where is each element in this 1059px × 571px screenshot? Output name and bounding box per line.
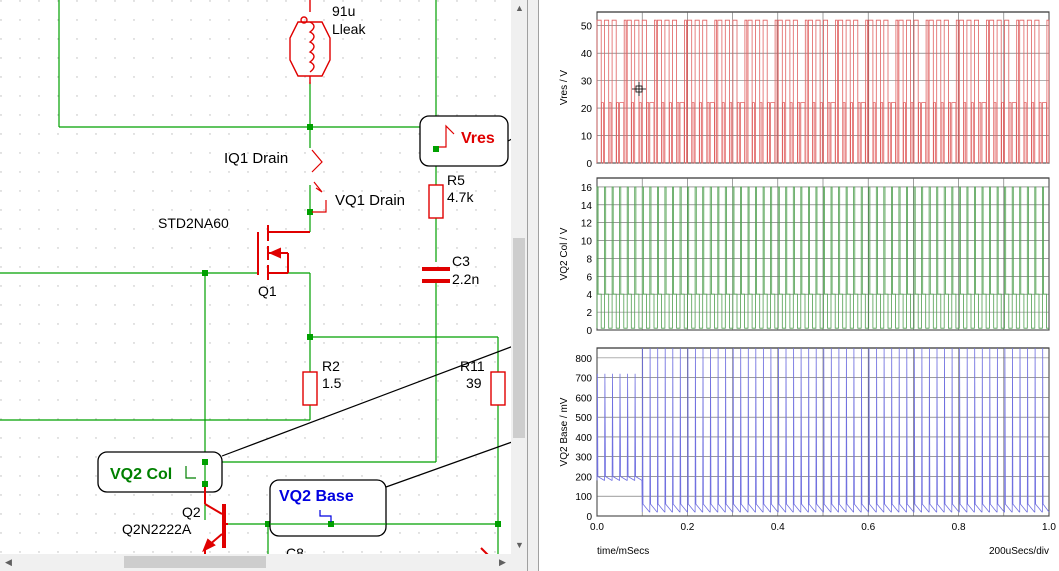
y-tick-label: 700 (575, 374, 592, 385)
horizontal-scroll-thumb[interactable] (124, 556, 266, 568)
inductor-dot (300, 16, 308, 24)
c3-value: 2.2n (452, 271, 479, 287)
grid-dots (0, 0, 527, 571)
r11-name: R11 (460, 358, 485, 374)
vertical-scroll-thumb[interactable] (513, 238, 525, 438)
r5-name: R5 (447, 172, 465, 188)
scroll-down-arrow[interactable]: ▼ (515, 540, 524, 550)
x-tick-label: 0.0 (590, 522, 604, 533)
voltage-probe-vq1-drain[interactable] (312, 200, 327, 213)
y-tick-label: 50 (581, 22, 593, 33)
y-axis-label: Vres / V (559, 70, 570, 106)
y-tick-label: 300 (575, 453, 592, 464)
vq2-col-label: VQ2 Col (110, 466, 172, 483)
vres-probe-marker (436, 124, 455, 148)
vq2-base-node (328, 521, 334, 527)
lleak-name: Lleak (332, 21, 366, 37)
x-tick-label: 1.0 (1042, 522, 1056, 533)
y-tick-label: 0 (586, 159, 592, 170)
y-tick-label: 14 (581, 201, 593, 212)
vq2-col-node-bottom (202, 481, 208, 487)
capacitor-c3[interactable] (422, 267, 450, 283)
pane-divider[interactable] (528, 0, 538, 571)
mosfet-q1[interactable] (257, 225, 310, 280)
scroll-right-arrow[interactable]: ▶ (499, 557, 506, 567)
y-tick-label: 12 (581, 219, 593, 230)
x-tick-label: 0.2 (680, 522, 694, 533)
scroll-left-arrow[interactable]: ◀ (5, 557, 12, 567)
r5-value: 4.7k (447, 189, 474, 205)
crosshair-cursor-icon (632, 82, 646, 96)
q2-name: Q2 (182, 504, 201, 520)
r2-name: R2 (322, 358, 340, 374)
scroll-up-arrow[interactable]: ▲ (515, 3, 524, 13)
q1-model: STD2NA60 (158, 215, 229, 231)
y-tick-label: 4 (586, 290, 592, 301)
vq2-col-probe-marker (185, 466, 196, 479)
y-tick-label: 800 (575, 354, 592, 365)
waveform-trace (596, 347, 1050, 513)
y-tick-label: 40 (581, 49, 593, 60)
resistor-r2[interactable] (302, 371, 318, 406)
y-tick-label: 500 (575, 413, 592, 424)
current-probe-iq1-drain[interactable] (311, 149, 323, 193)
y-tick-label: 30 (581, 77, 593, 88)
y-tick-label: 8 (586, 254, 592, 265)
schematic-canvas[interactable]: 91u Lleak IQ1 Drain VQ1 Drain STD2NA60 Q… (0, 0, 528, 571)
bjt-q2[interactable] (202, 487, 228, 560)
resistor-r11[interactable] (490, 371, 506, 406)
waveform-trace (596, 19, 1050, 164)
y-tick-label: 200 (575, 472, 592, 483)
y-tick-label: 6 (586, 272, 592, 283)
iq1-drain-label: IQ1 Drain (224, 150, 288, 167)
y-tick-label: 400 (575, 433, 592, 444)
y-tick-label: 100 (575, 492, 592, 503)
vq2-base-probe-marker (319, 510, 332, 522)
x-axis-label: time/mSecs (597, 546, 649, 557)
vq2-base-label: VQ2 Base (279, 488, 354, 505)
y-tick-label: 10 (581, 237, 593, 248)
scroll-corner (511, 554, 527, 571)
y-tick-label: 20 (581, 104, 593, 115)
time-scale-label: 200uSecs/div (989, 546, 1049, 557)
y-tick-label: 10 (581, 132, 593, 143)
x-tick-label: 0.8 (952, 522, 966, 533)
inductor-lleak[interactable] (289, 0, 331, 84)
vq2-base-probe-box[interactable] (269, 479, 387, 537)
y-tick-label: 600 (575, 393, 592, 404)
x-tick-label: 0.6 (861, 522, 875, 533)
y-axis-label: VQ2 Col / V (559, 227, 570, 280)
resistor-r5[interactable] (428, 184, 444, 219)
vq2-col-probe-box[interactable] (97, 451, 223, 493)
q1-name: Q1 (258, 283, 277, 299)
lleak-value: 91u (332, 3, 355, 19)
y-tick-label: 16 (581, 183, 593, 194)
vq2-col-node-top (202, 459, 208, 465)
vres-label: Vres (461, 130, 495, 147)
r11-value: 39 (466, 375, 482, 391)
vq1-drain-label: VQ1 Drain (335, 192, 405, 209)
x-tick-label: 0.4 (771, 522, 785, 533)
y-axis-label: VQ2 Base / mV (559, 397, 570, 466)
y-tick-label: 0 (586, 512, 592, 523)
q2-model: Q2N2222A (122, 521, 192, 537)
schematic-pane[interactable]: 91u Lleak IQ1 Drain VQ1 Drain STD2NA60 Q… (0, 0, 528, 571)
vres-node (433, 146, 439, 152)
c3-name: C3 (452, 253, 470, 269)
y-tick-label: 2 (586, 308, 592, 319)
r2-value: 1.5 (322, 375, 342, 391)
y-tick-label: 0 (586, 326, 592, 337)
waveform-trace (596, 186, 1049, 329)
